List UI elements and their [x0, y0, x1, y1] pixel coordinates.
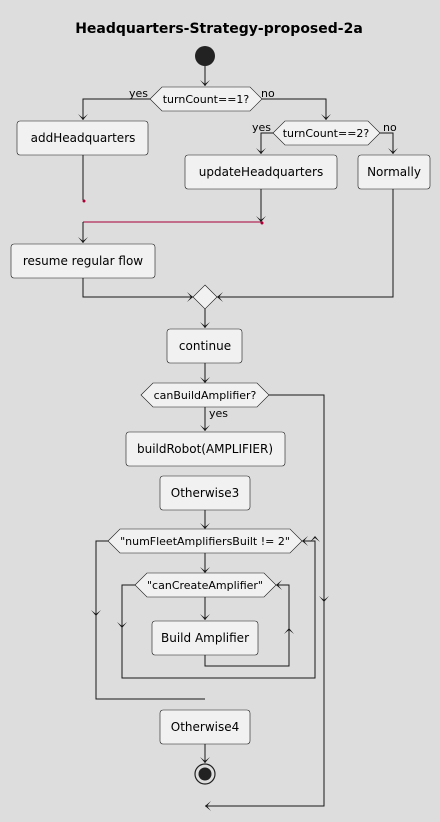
action-normally-label: Normally: [367, 165, 421, 179]
action-resume-label: resume regular flow: [23, 254, 143, 268]
branch-yes-label: yes: [129, 87, 148, 100]
arrow-head: [200, 322, 210, 328]
action-add-headquarters-label: addHeadquarters: [31, 131, 136, 145]
decision-fleet-loop: "numFleetAmplifiersBuilt != 2": [107, 528, 303, 554]
branch-yes-label: yes: [209, 407, 228, 420]
arrow-head: [276, 580, 282, 590]
edge-turn1-yes: [82, 98, 150, 120]
decision-create-loop: "canCreateAmplifier": [134, 572, 277, 598]
action-build-robot-label: buildRobot(AMPLIFIER): [137, 442, 273, 456]
branch-no-label: no: [383, 121, 397, 134]
edge-create-loop-exit: [121, 540, 316, 679]
arrow-head: [91, 610, 101, 616]
action-otherwise4-label: Otherwise4: [171, 720, 240, 734]
arrow-head: [200, 567, 210, 573]
branch-no-label: no: [261, 87, 275, 100]
action-continue-label: continue: [179, 339, 231, 353]
arrow-head: [200, 80, 210, 86]
edge-normally-to-merge: [217, 189, 394, 298]
action-build-amplifier-label: Build Amplifier: [161, 631, 249, 645]
arrow-head: [310, 536, 320, 542]
edge-turn2-no: [380, 132, 394, 154]
edge-turn1-no: [262, 98, 327, 120]
arrow-head: [78, 237, 88, 243]
action-resume-regular-flow: resume regular flow: [10, 243, 156, 279]
decision-create-loop-label: "canCreateAmplifier": [147, 579, 263, 592]
join-marker: [82, 199, 86, 203]
decision-turncount-2: turnCount==2?: [272, 120, 381, 146]
arrow-head: [302, 536, 308, 546]
action-continue: continue: [166, 328, 243, 364]
action-otherwise3-label: Otherwise3: [171, 486, 240, 500]
arrow-head: [200, 614, 210, 620]
branch-yes-label: yes: [252, 121, 271, 134]
edge-build-loop-back: [204, 584, 290, 667]
diagram-title: Headquarters-Strategy-proposed-2a: [75, 21, 363, 37]
decision-turncount-2-label: turnCount==2?: [283, 127, 370, 140]
action-build-robot: buildRobot(AMPLIFIER): [125, 431, 286, 467]
edge-turn2-yes: [260, 132, 273, 154]
start-node: [195, 46, 215, 66]
join-marker: [260, 221, 264, 225]
action-otherwise4: Otherwise4: [159, 709, 251, 745]
decision-turncount-1-label: turnCount==1?: [163, 93, 250, 106]
decision-can-build-amplifier: canBuildAmplifier?: [140, 382, 270, 408]
arrow-head: [78, 114, 88, 120]
arrow-head: [321, 114, 331, 120]
arrow-head: [284, 628, 294, 634]
decision-fleet-loop-label: "numFleetAmplifiersBuilt != 2": [120, 535, 290, 548]
arrow-head: [200, 377, 210, 383]
arrow-head: [200, 757, 210, 763]
edge-fleet-loop-exit: [95, 540, 205, 700]
arrow-head: [217, 292, 223, 302]
arrow-head: [256, 148, 266, 154]
arrow-head: [117, 622, 127, 628]
action-update-headquarters: updateHeadquarters: [184, 154, 338, 190]
action-add-headquarters: addHeadquarters: [16, 120, 149, 156]
action-normally: Normally: [357, 154, 431, 190]
edge-resume-to-merge: [82, 278, 193, 298]
decision-turncount-1: turnCount==1?: [149, 86, 263, 112]
arrow-head: [200, 523, 210, 529]
arrow-head: [319, 596, 329, 602]
arrow-head: [388, 148, 398, 154]
action-update-headquarters-label: updateHeadquarters: [199, 165, 323, 179]
action-build-amplifier: Build Amplifier: [151, 620, 259, 656]
merge-diamond: [192, 284, 218, 310]
decision-can-build-amplifier-label: canBuildAmplifier?: [154, 389, 257, 402]
action-otherwise3: Otherwise3: [159, 475, 251, 511]
stop-node: [194, 763, 216, 785]
arrow-head: [200, 425, 210, 431]
arrow-head: [256, 216, 266, 222]
arrow-head: [187, 292, 193, 302]
arrow-head: [205, 801, 211, 811]
